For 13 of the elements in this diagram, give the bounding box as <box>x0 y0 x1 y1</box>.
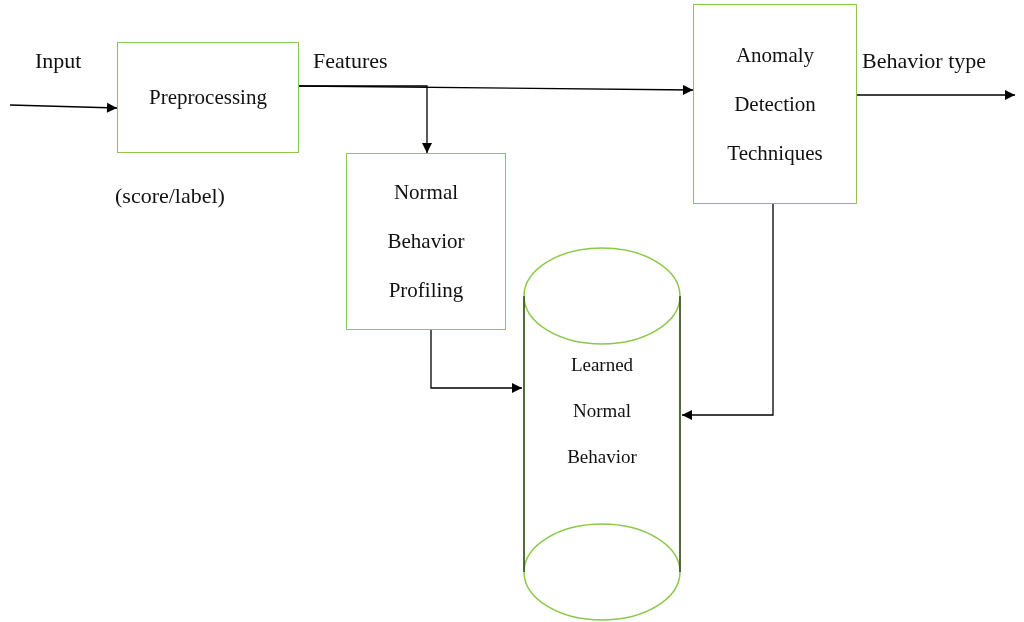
arrow <box>9 102 118 113</box>
node-label: Anomaly Detection Techniques <box>726 41 824 167</box>
process-box <box>117 42 299 153</box>
node-label: Normal Behavior Profiling <box>386 179 466 304</box>
node-label: Preprocessing <box>148 84 268 111</box>
arrow <box>298 85 432 154</box>
node-label: Learned Normal Behavior <box>566 353 638 469</box>
arrow <box>856 90 1016 100</box>
arrow <box>430 329 523 393</box>
process-box <box>346 153 506 330</box>
database-cylinder <box>522 246 682 622</box>
arrow <box>681 203 774 420</box>
process-box <box>693 4 857 204</box>
